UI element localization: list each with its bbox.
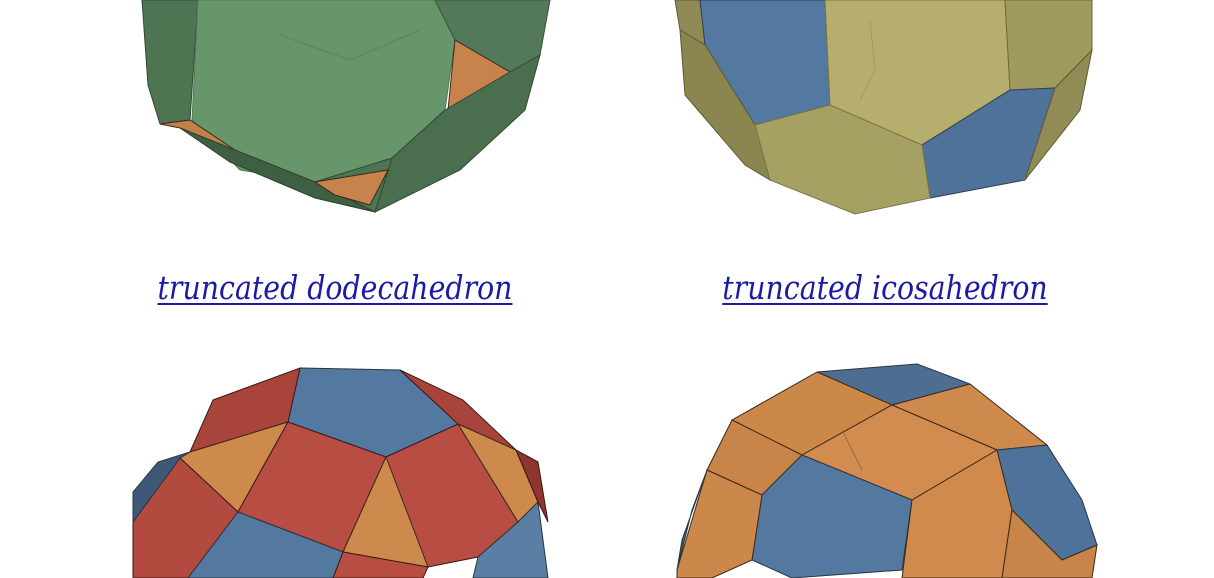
snub-polyhedron-image bbox=[676, 363, 1098, 578]
truncated-icosahedron-link[interactable]: truncated icosahedron bbox=[722, 268, 1048, 307]
truncated-icosahedron-image bbox=[674, 0, 1093, 215]
truncated-dodecahedron-link[interactable]: truncated dodecahedron bbox=[157, 268, 513, 307]
rhombicosidodecahedron-image bbox=[132, 367, 549, 578]
truncated-dodecahedron-image bbox=[141, 0, 551, 213]
